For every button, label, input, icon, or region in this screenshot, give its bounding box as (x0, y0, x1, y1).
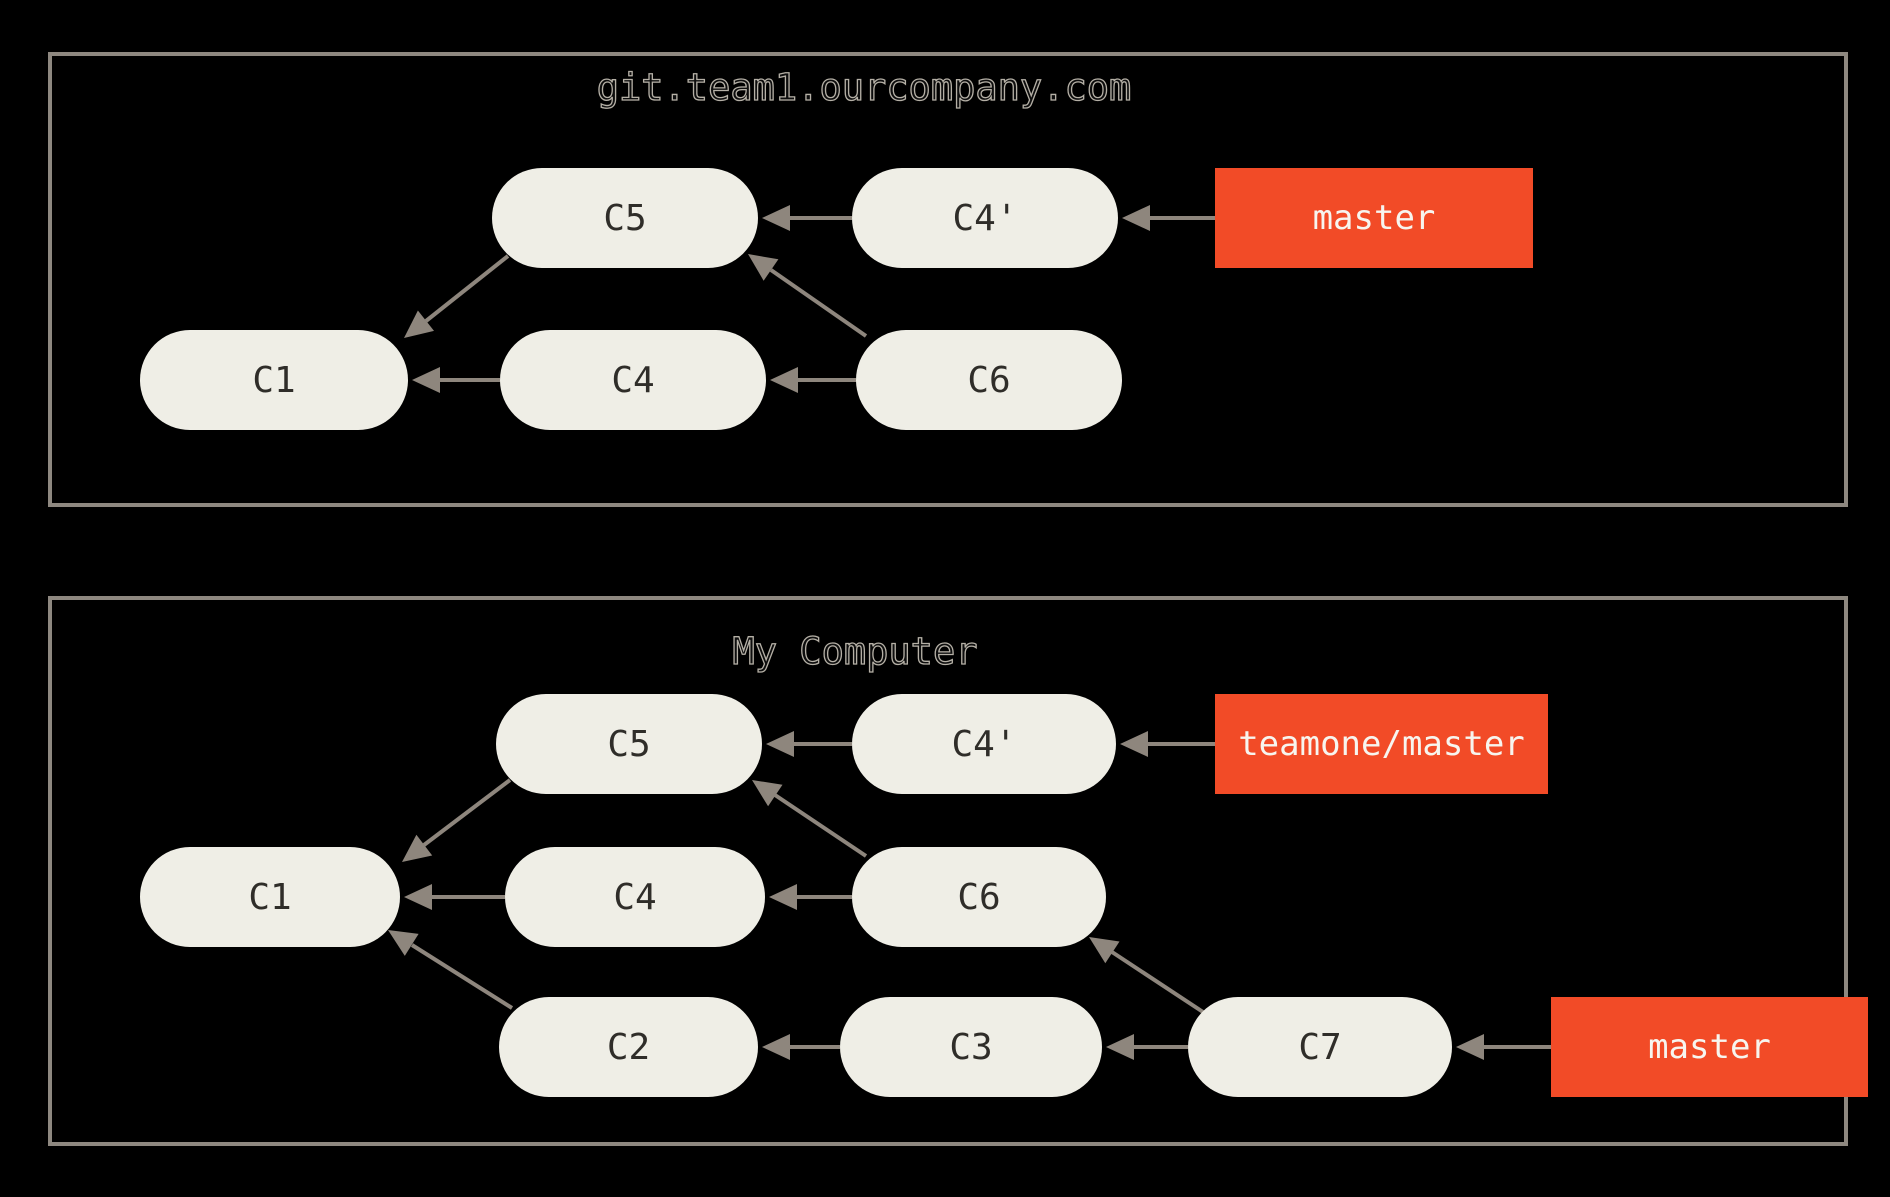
branch-label-remote-master: master (1215, 168, 1533, 268)
commit-node-remote-c4prime: C4' (852, 168, 1118, 268)
branch-label-local-teamone-master: teamone/master (1215, 694, 1548, 794)
arrow-local-c2-to-c1 (410, 943, 514, 1010)
arrowhead-local-c6-to-c5 (752, 780, 783, 807)
panel-my-computer (48, 596, 1848, 1146)
arrowhead-remote-c6-to-c5 (748, 254, 779, 281)
arrowhead-remote-c6-to-c4 (770, 367, 798, 393)
commit-node-remote-c1: C1 (140, 330, 408, 430)
commit-node-local-c5: C5 (496, 694, 762, 794)
arrowhead-remote-c4prime-to-c5 (762, 205, 790, 231)
arrowhead-local-c4-to-c1 (404, 884, 432, 910)
panel-remote-server (48, 52, 1848, 507)
arrowhead-local-c3-to-c2 (762, 1034, 790, 1060)
arrowhead-local-c6-to-c4 (769, 884, 797, 910)
commit-node-local-c7: C7 (1188, 997, 1452, 1097)
arrowhead-local-c7-to-c3 (1106, 1034, 1134, 1060)
arrow-local-c6-to-c5 (773, 793, 868, 858)
commit-node-remote-c4: C4 (500, 330, 766, 430)
arrowhead-local-master-to-c7 (1456, 1034, 1484, 1060)
arrow-local-c5-to-c1 (422, 778, 512, 847)
commit-node-local-c1: C1 (140, 847, 400, 947)
arrowhead-local-c5-to-c1 (402, 834, 433, 862)
branch-label-local-master: master (1551, 997, 1868, 1097)
arrow-local-c7-to-c6 (1110, 950, 1205, 1014)
commit-node-local-c4prime: C4' (852, 694, 1116, 794)
arrowhead-remote-master-to-c4prime (1122, 205, 1150, 231)
commit-node-local-c4: C4 (505, 847, 765, 947)
commit-node-remote-c6: C6 (856, 330, 1122, 430)
panel-local-title: My Computer (732, 629, 978, 673)
arrowhead-local-c4prime-to-c5 (766, 731, 794, 757)
arrowhead-remote-c5-to-c1 (404, 310, 434, 338)
arrowhead-remote-c4-to-c1 (412, 367, 440, 393)
commit-node-local-c6: C6 (852, 847, 1106, 947)
commit-node-local-c3: C3 (840, 997, 1102, 1097)
arrow-remote-c5-to-c1 (424, 254, 510, 323)
arrowhead-local-teamone-master-to-c4prime (1120, 731, 1148, 757)
commit-node-remote-c5: C5 (492, 168, 758, 268)
panel-remote-title: git.team1.ourcompany.com (596, 65, 1132, 109)
arrowhead-local-c2-to-c1 (388, 930, 419, 956)
arrowhead-local-c7-to-c6 (1089, 937, 1120, 964)
arrow-remote-c6-to-c5 (769, 268, 868, 338)
commit-node-local-c2: C2 (499, 997, 758, 1097)
